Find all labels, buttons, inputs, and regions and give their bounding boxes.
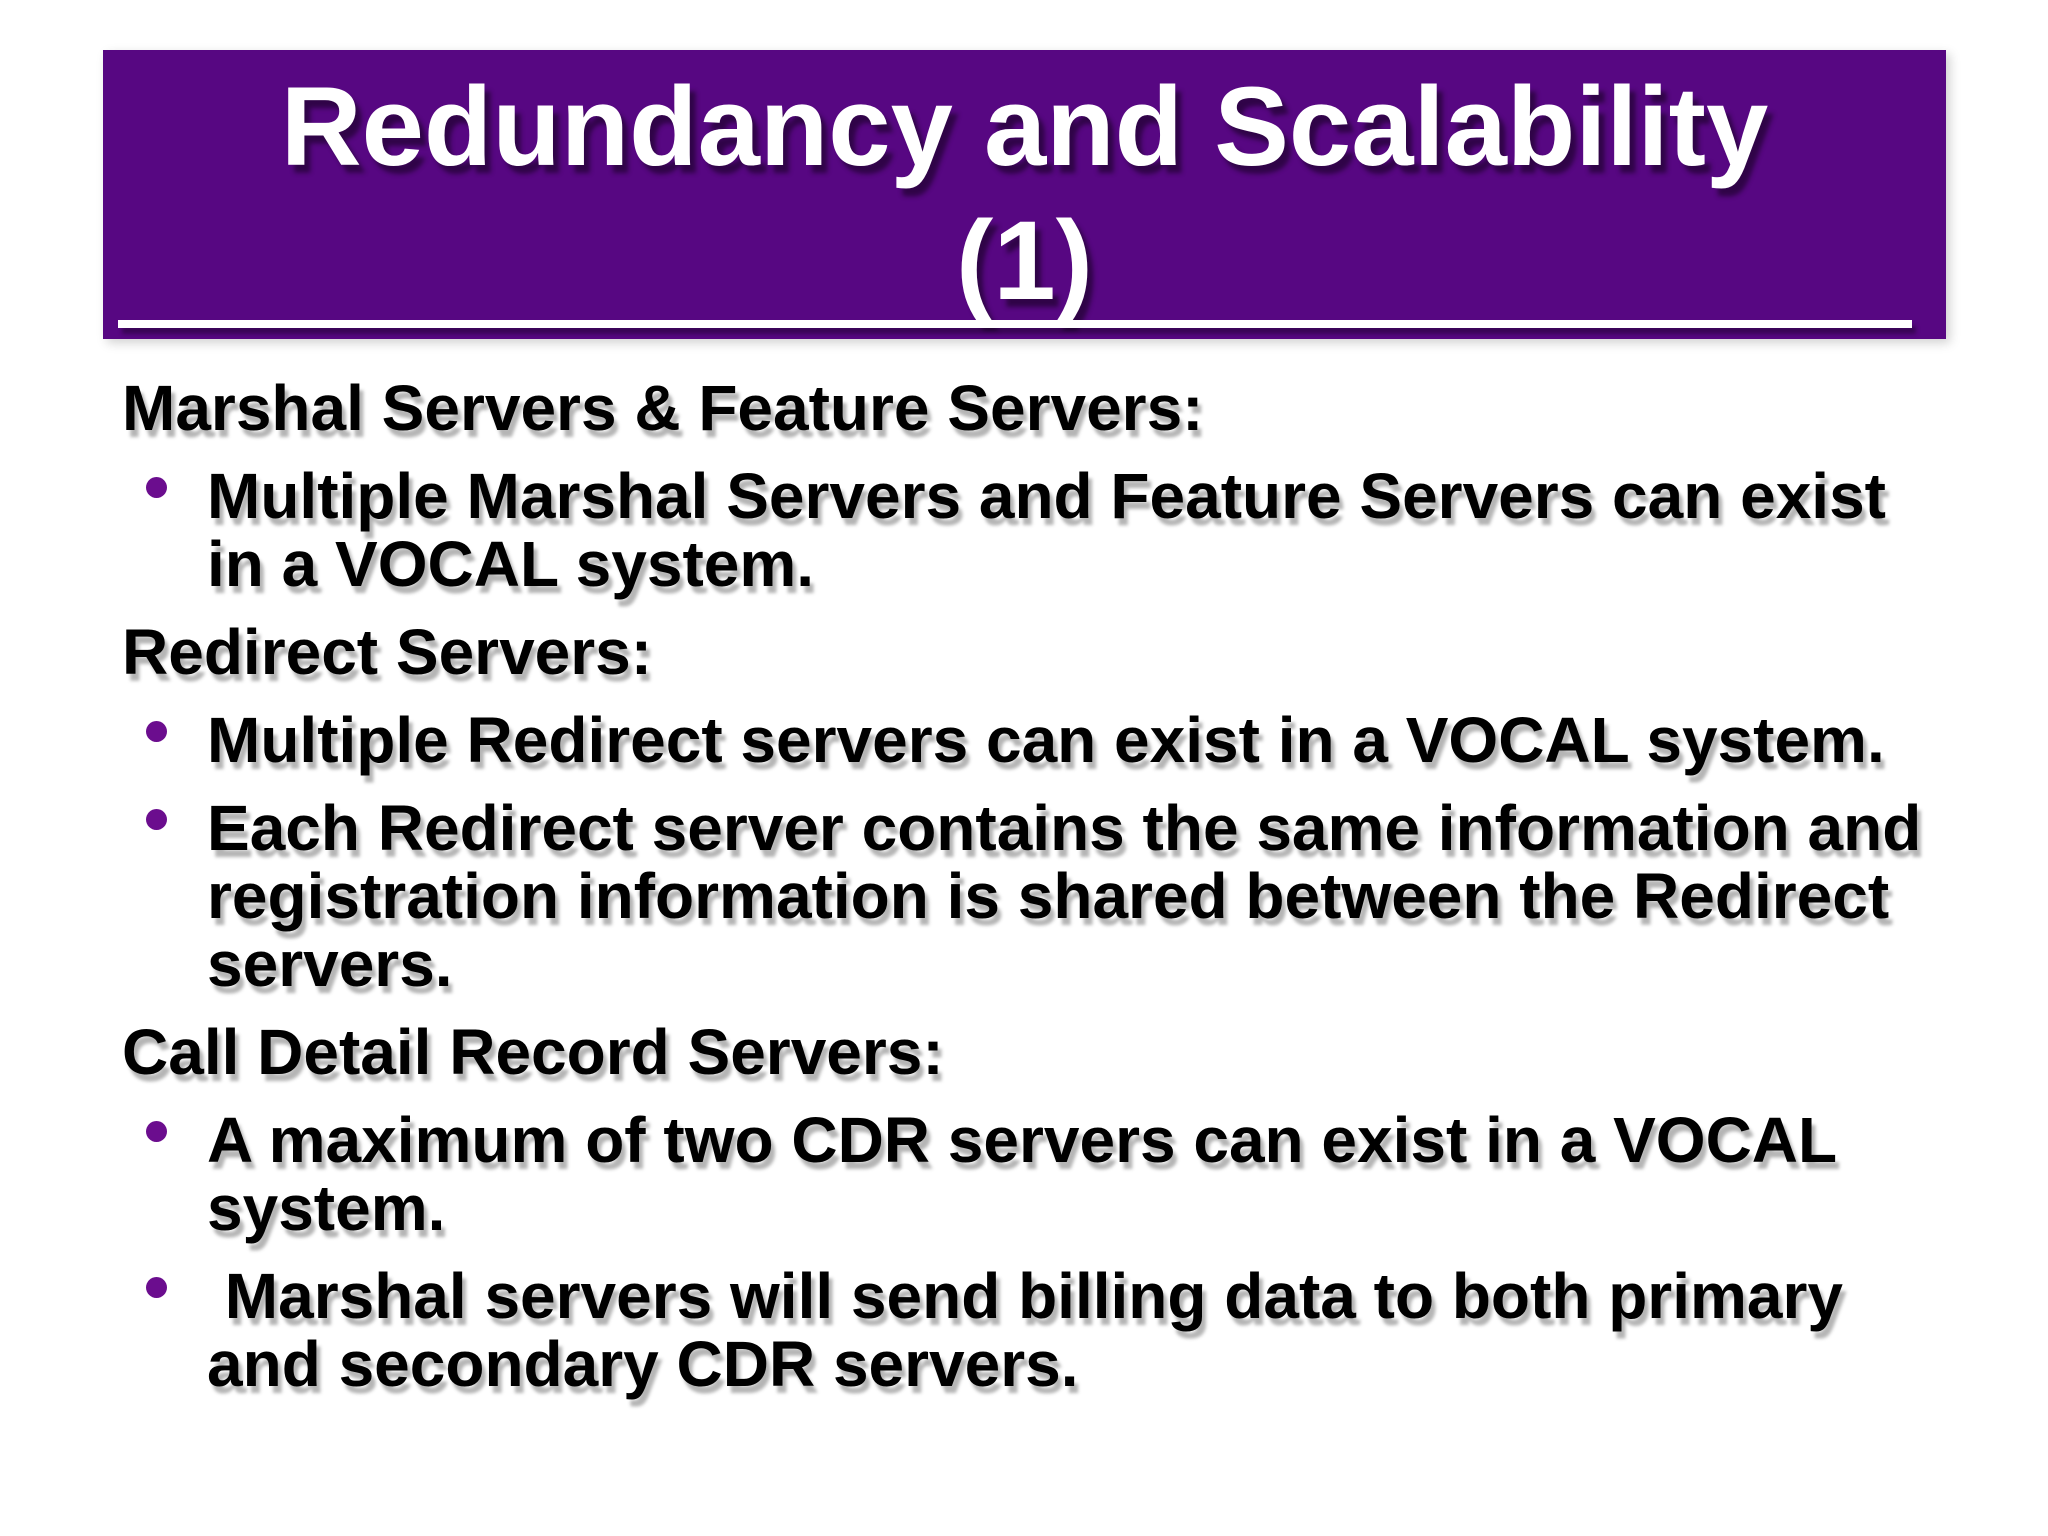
bullet-icon bbox=[146, 1121, 167, 1142]
bullet-text: A maximum of two CDR servers can exist i… bbox=[207, 1104, 1854, 1244]
title-underline-rule bbox=[118, 320, 1912, 328]
bullet-icon bbox=[146, 477, 167, 498]
bullet-item: Marshal servers will send billing data t… bbox=[122, 1262, 1922, 1398]
bullet-text: Multiple Redirect servers can exist in a… bbox=[207, 704, 1885, 776]
bullet-item: Each Redirect server contains the same i… bbox=[122, 794, 1922, 998]
page-title: Redundancy and Scalability (1) bbox=[280, 64, 1769, 323]
section-heading: Marshal Servers & Feature Servers: bbox=[122, 372, 1204, 444]
section-heading: Redirect Servers: bbox=[122, 616, 653, 688]
bullet-text: Marshal servers will send billing data t… bbox=[207, 1260, 1861, 1400]
bullet-icon bbox=[146, 721, 167, 742]
bullet-icon bbox=[146, 1277, 167, 1298]
bullet-item: Multiple Marshal Servers and Feature Ser… bbox=[122, 462, 1922, 598]
bullet-text: Each Redirect server contains the same i… bbox=[207, 792, 1940, 1000]
section-heading: Call Detail Record Servers: bbox=[122, 1016, 944, 1088]
title-banner: Redundancy and Scalability (1) bbox=[103, 50, 1946, 339]
bullet-icon bbox=[146, 809, 167, 830]
bullet-text: Multiple Marshal Servers and Feature Ser… bbox=[207, 460, 1904, 600]
bullet-item: Multiple Redirect servers can exist in a… bbox=[122, 706, 1922, 774]
slide-body: Marshal Servers & Feature Servers: Multip… bbox=[122, 374, 1922, 1398]
bullet-item: A maximum of two CDR servers can exist i… bbox=[122, 1106, 1922, 1242]
